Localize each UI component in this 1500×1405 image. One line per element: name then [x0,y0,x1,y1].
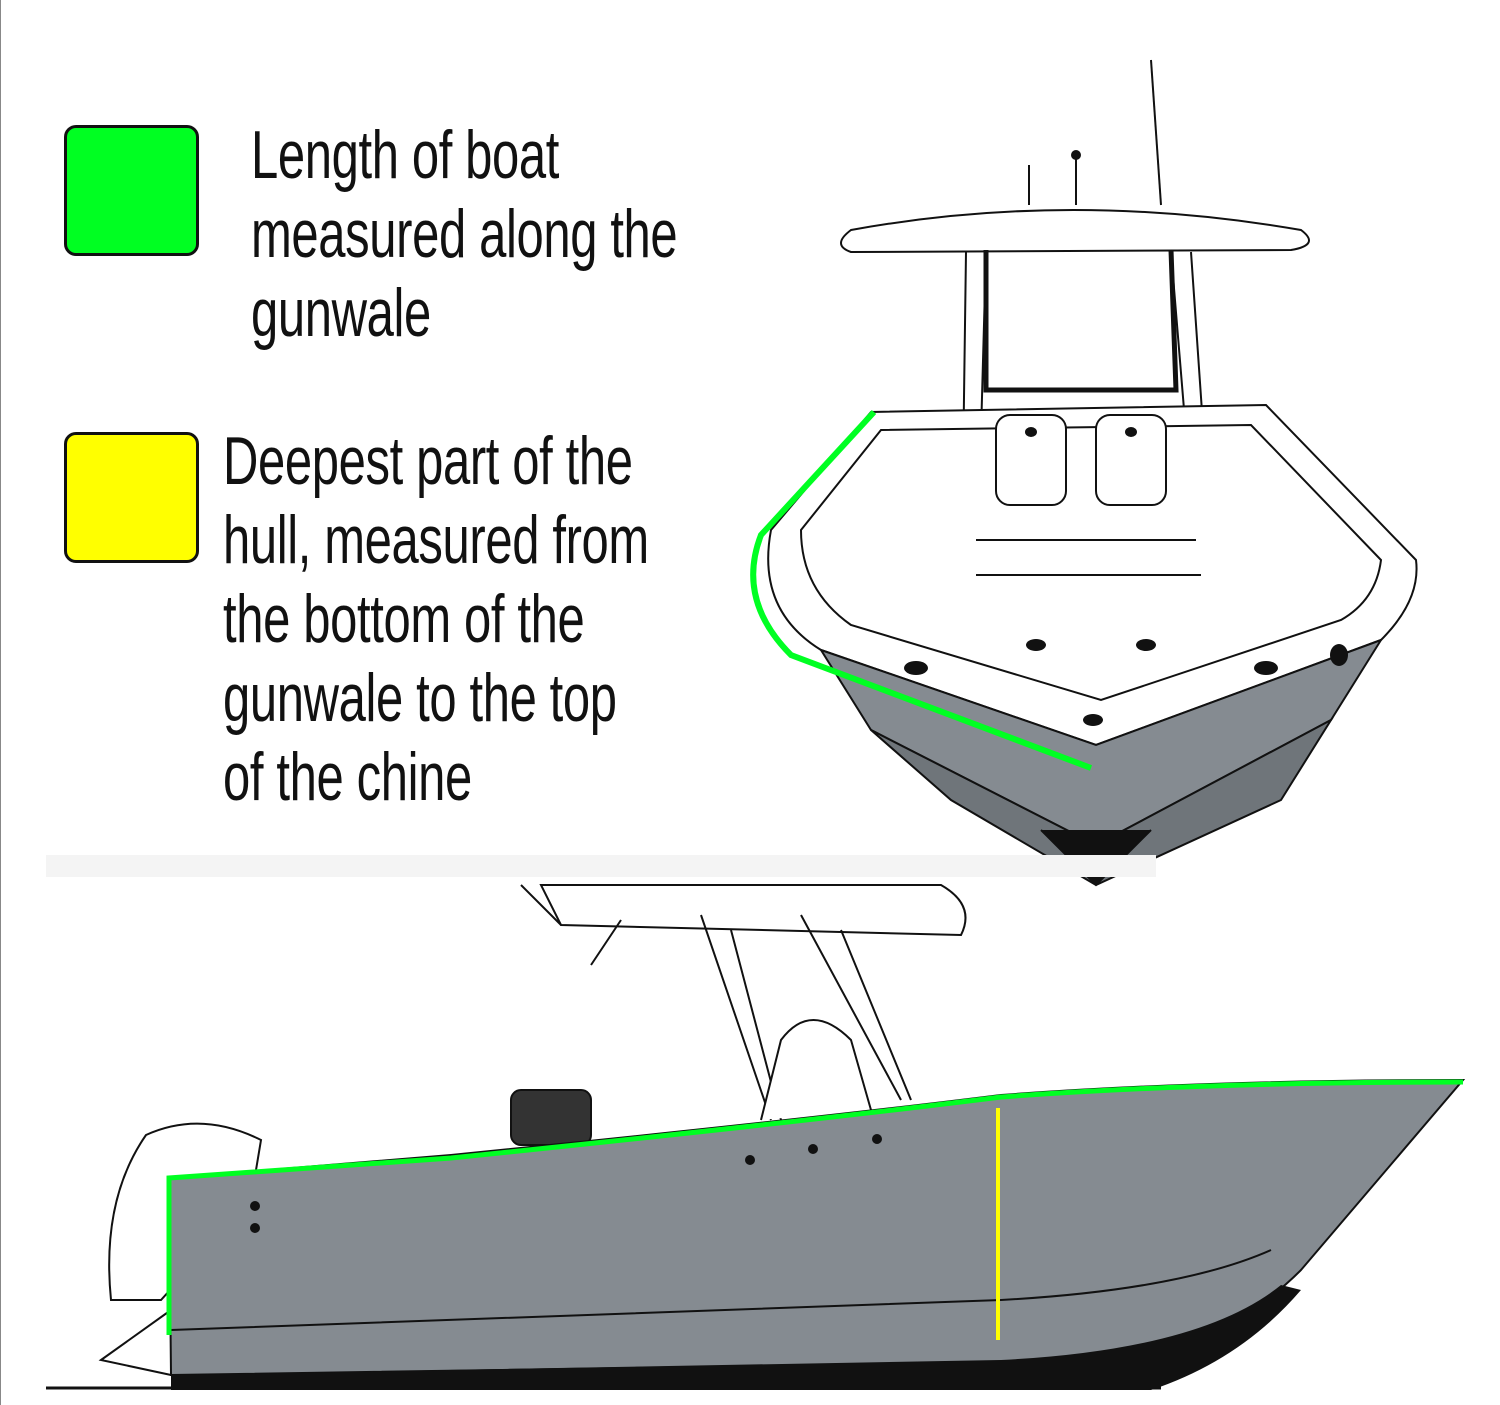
legend-line: of the chine [223,739,472,815]
legend-line: Length of boat [251,117,560,193]
legend-line: Deepest part of the [223,423,633,499]
front-gunwale-length-line [750,409,1093,771]
green-legend-swatch [64,125,199,256]
length-legend-text: Length of boat measured along the gunwal… [251,116,678,353]
depth-legend-text: Deepest part of the hull, measured from … [223,422,649,817]
legend-line: hull, measured from [223,502,649,578]
legend-line: measured along the [251,196,678,272]
legend-line: the bottom of the [223,581,585,657]
yellow-legend-swatch [64,432,199,563]
legend-line: gunwale [251,275,431,351]
legend-line: gunwale to the top [223,660,617,736]
side-gunwale-length-line [166,1079,1464,1335]
